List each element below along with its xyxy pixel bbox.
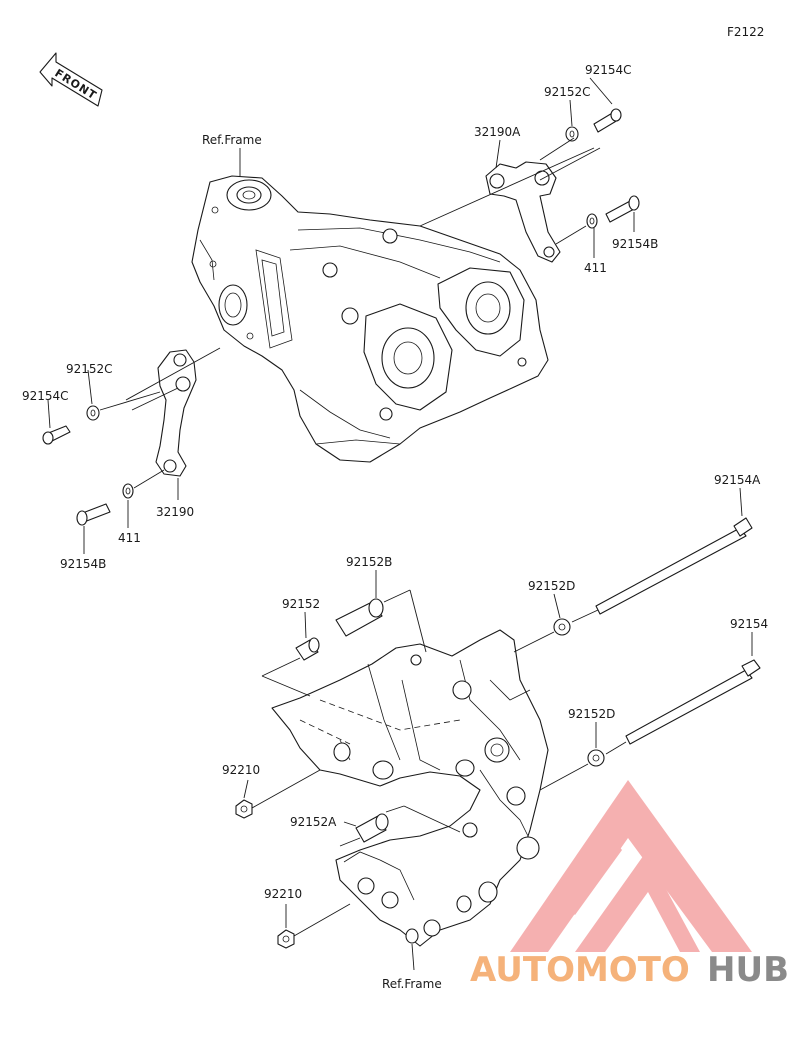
figure-code: F2122 [727,25,764,39]
bolt-92154b-left [76,503,111,526]
label-92154a: 92154A [714,473,761,487]
watermark-text-hub: HUB [707,950,789,990]
label-92210-upper: 92210 [222,763,260,777]
label-32190a: 32190A [474,125,521,139]
label-92154c-left: 92154C [22,389,69,403]
collar-92152a [355,813,389,843]
nut-92210-upper [235,799,253,819]
label-92210-lower: 92210 [264,887,302,901]
washer-411-left [122,483,134,499]
label-411-right: 411 [584,261,607,275]
label-92152b: 92152B [346,555,392,569]
washer-411-right [586,213,598,229]
washer-92152c-left [86,405,100,421]
label-92152d-lower: 92152D [568,707,615,721]
label-92154c-top: 92154C [585,63,632,77]
label-92154b-right: 92154B [612,237,658,251]
engine-case-drawing [271,629,549,947]
bolt-92154a [595,517,753,615]
engine-mount-bracket-32190a [485,161,561,263]
label-92152c-top: 92152C [544,85,591,99]
upper-leader-lines [47,77,635,554]
watermark-text-main: AUTOMOTO [470,950,690,990]
label-92154: 92154 [730,617,768,631]
watermark-text: AUTOMOTO HUB [470,950,789,990]
label-92152: 92152 [282,597,320,611]
collar-92152d-upper [553,618,571,636]
label-92154b-left: 92154B [60,557,106,571]
frame-upper-drawing [191,175,549,463]
bolt-92154b-right [605,195,640,223]
engine-mount-bracket-32190 [155,349,197,477]
label-411-left: 411 [118,531,141,545]
washer-92152c-top [565,126,579,142]
label-ref-frame-top: Ref.Frame [202,133,262,147]
bolt-92154 [625,659,761,745]
watermark-logo [510,780,752,952]
label-ref-frame-bottom: Ref.Frame [382,977,442,991]
bolt-92154c-left [42,425,71,445]
bolt-92154c-top [593,108,622,133]
label-92152d-upper: 92152D [528,579,575,593]
label-92152a: 92152A [290,815,337,829]
collar-92152d-lower [587,749,605,767]
nut-92210-lower [277,929,295,949]
collar-92152 [295,637,320,661]
lower-leader-lines [243,487,753,971]
front-arrow-icon: FRONT [39,52,103,107]
collar-92152b [335,598,384,637]
label-32190: 32190 [156,505,194,519]
label-92152c-left: 92152C [66,362,113,376]
